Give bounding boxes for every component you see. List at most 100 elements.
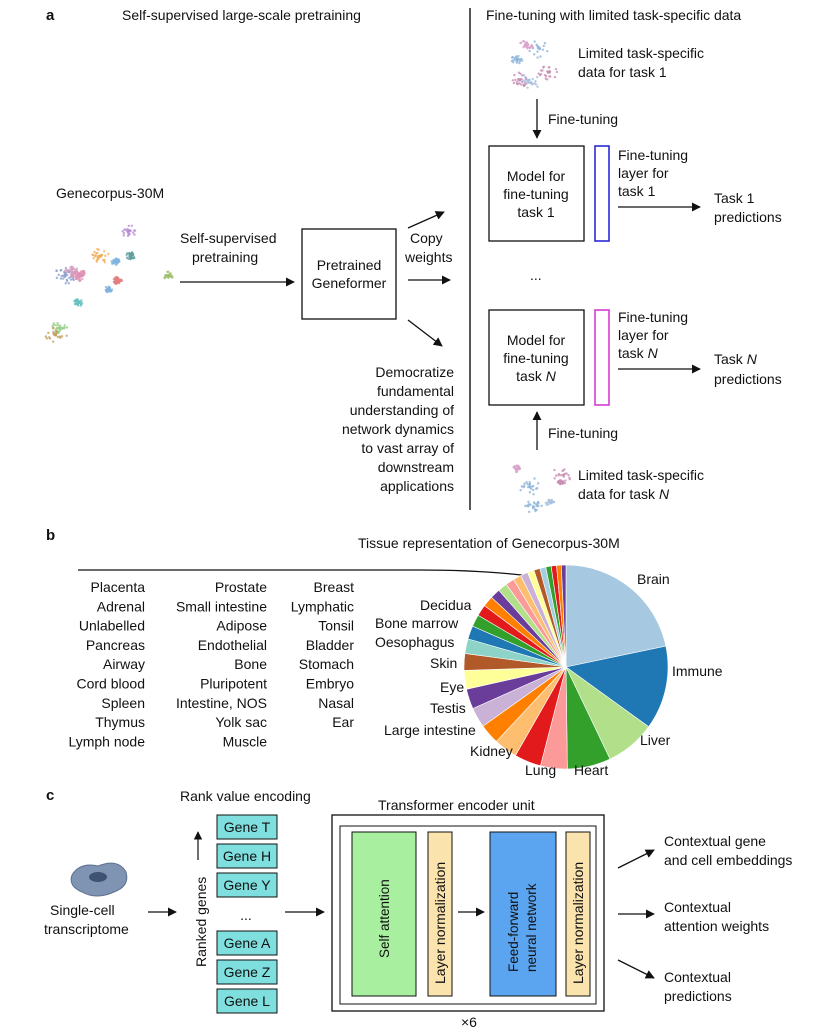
umap-point: [93, 250, 96, 254]
transformer-inner-box: [339, 825, 597, 1005]
panel-a-label: a: [46, 7, 55, 24]
umap-point: [544, 501, 547, 505]
output-embeddings-1: Contextual gene: [664, 833, 766, 849]
umap-point: [533, 477, 536, 480]
umap-point: [522, 485, 525, 489]
umap-point: [519, 488, 522, 492]
predN-line-2: predictions: [714, 371, 782, 387]
pie-label-eye: Eye: [440, 679, 464, 695]
umap-point: [56, 321, 59, 325]
umap-point: [557, 472, 561, 476]
cell-label-2: transcriptome: [44, 921, 129, 937]
pie-slice: [565, 564, 667, 668]
umap-point: [130, 252, 134, 255]
output-predictions-1: Contextual: [664, 969, 731, 985]
umap-point: [129, 229, 132, 232]
umap-point: [536, 56, 539, 59]
umap-point: [528, 79, 531, 82]
umap-point: [519, 41, 522, 45]
rank-encoding-title: Rank value encoding: [180, 788, 311, 804]
umap-point: [552, 500, 555, 504]
umap-point: [517, 78, 521, 82]
umap-point: [56, 323, 60, 327]
umap-point: [55, 269, 58, 273]
umap-point: [521, 59, 524, 62]
umap-point: [533, 508, 537, 511]
umap-point: [44, 335, 48, 338]
umap-point: [523, 75, 527, 79]
umap-point: [163, 276, 166, 279]
layer1-line-3: task 1: [618, 183, 656, 199]
umap-point: [80, 270, 83, 273]
pred1-line-1: Task 1: [714, 190, 755, 206]
umap-point: [523, 80, 527, 84]
umap-point: [536, 85, 539, 88]
umap-point: [118, 280, 121, 283]
tissue-col3-item: Ear: [332, 714, 354, 730]
pred1-line-2: predictions: [714, 209, 782, 225]
umap-point: [67, 268, 71, 272]
umap-point: [535, 486, 539, 490]
gene-token-box: [216, 814, 278, 840]
umap-point: [64, 274, 67, 278]
umap-point: [528, 485, 531, 488]
tissue-col2-item: Prostate: [215, 579, 267, 595]
umap-point: [133, 233, 136, 236]
umap-point: [514, 78, 517, 82]
umap-point: [538, 73, 542, 77]
gene-token-box: [216, 843, 278, 869]
umap-point: [513, 465, 516, 468]
umap-point: [54, 333, 58, 337]
umap-point: [559, 480, 562, 484]
democratize-line-2: fundamental: [377, 383, 454, 399]
umap-point: [517, 71, 521, 74]
tissue-col2-item: Bone: [234, 656, 267, 672]
umap-point: [104, 254, 107, 258]
ssl-label-2: pretraining: [192, 249, 258, 265]
layerN-line-2: layer for: [618, 327, 669, 343]
umap-point: [48, 336, 51, 339]
umap-point: [553, 75, 557, 79]
umap-point: [517, 468, 520, 471]
umap-point: [515, 59, 519, 62]
umap-point: [75, 302, 78, 306]
umap-point: [65, 268, 68, 272]
umap-point: [75, 298, 79, 301]
tissue-col2-item: Intestine, NOS: [176, 695, 267, 711]
umap-point: [526, 86, 529, 89]
umap-point: [528, 481, 531, 484]
umap-point: [529, 503, 532, 506]
umap-point: [79, 300, 82, 304]
umap-point: [71, 277, 75, 281]
transformer-title: Transformer encoder unit: [378, 797, 535, 813]
umap-point: [73, 267, 76, 271]
pie-label-testis: Testis: [430, 700, 466, 716]
umap-point: [565, 472, 568, 475]
umap-point: [523, 482, 526, 485]
umap-point: [75, 277, 78, 280]
tissue-col3-item: Nasal: [318, 695, 354, 711]
tissue-col1-item: Cord blood: [77, 676, 146, 692]
layer1-line-1: Fine-tuning: [618, 147, 688, 163]
umap-point: [567, 473, 570, 477]
umap-point: [64, 282, 67, 285]
umap-point: [104, 285, 108, 289]
democratize-line-4: network dynamics: [342, 421, 454, 437]
umap-point: [548, 70, 552, 74]
umap-point: [543, 73, 547, 77]
umap-point: [82, 269, 85, 273]
umap-point: [129, 258, 132, 261]
model1-line-2: fine-tuning: [503, 186, 568, 202]
gene-token-label: Gene H: [223, 848, 271, 864]
democratize-line-1: Democratize: [375, 364, 454, 380]
tissue-col1-item: Placenta: [91, 579, 146, 595]
tissue-col3-item: Lymphatic: [291, 598, 354, 614]
umap-point: [70, 272, 73, 276]
tissue-col1-item: Adrenal: [97, 598, 145, 614]
umap-point: [526, 483, 529, 486]
tissue-col2-item: Yolk sac: [215, 714, 267, 730]
umap-point: [131, 231, 135, 234]
task1-data-line-1: Limited task-specific: [578, 45, 704, 61]
